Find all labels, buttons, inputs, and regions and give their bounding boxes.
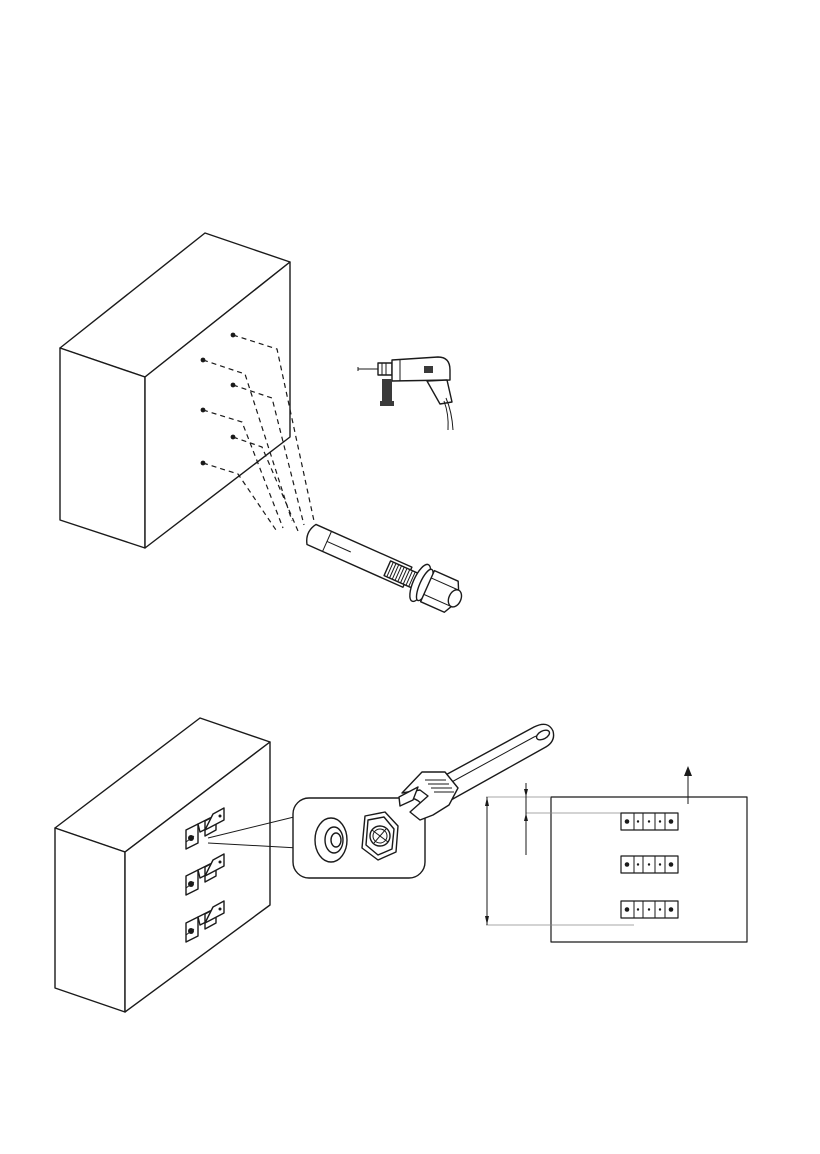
- layout-bracket-row: [621, 813, 678, 830]
- electric-drill-icon: [358, 357, 453, 430]
- dimension-arrow-offset: [524, 783, 528, 855]
- bracket-layout-diagram: [485, 766, 747, 942]
- step1-wall-block: [60, 233, 290, 548]
- expansion-bolt-icon: [300, 515, 468, 619]
- layout-bracket-row: [621, 856, 678, 873]
- flat-washer-icon: [315, 818, 347, 862]
- step2-wall-block: [55, 718, 270, 1012]
- detail-callout: [293, 798, 425, 878]
- up-arrow-icon: [684, 766, 692, 804]
- adjustable-wrench-icon: [399, 724, 554, 820]
- layout-bracket-row: [621, 901, 678, 918]
- dimension-arrow-overall: [485, 797, 489, 925]
- layout-guide-lines: [486, 797, 634, 925]
- hex-nut-icon: [362, 812, 398, 860]
